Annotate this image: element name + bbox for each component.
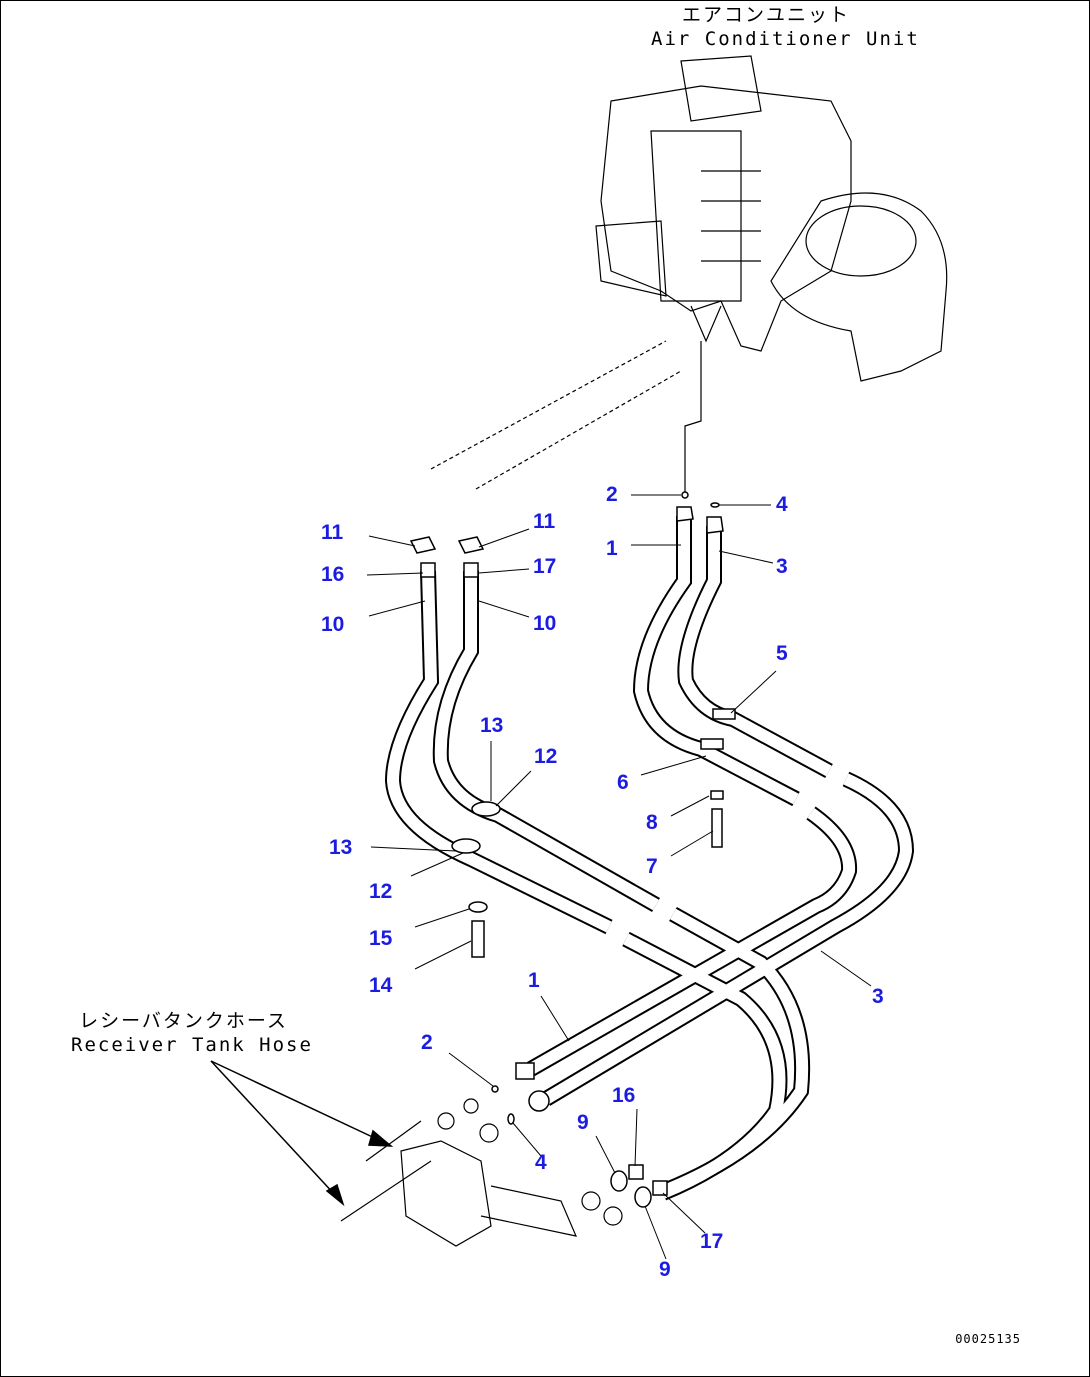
callout-3: 3: [776, 555, 788, 578]
callout-13: 13: [480, 714, 504, 737]
callout-14: 14: [369, 974, 393, 997]
callout-16: 16: [612, 1084, 636, 1107]
callout-4: 4: [776, 493, 788, 516]
receiver-tank: [340, 1098, 623, 1247]
callout-5: 5: [776, 642, 788, 665]
callout-17: 17: [533, 555, 557, 578]
callout-9: 9: [659, 1258, 671, 1281]
callout-15: 15: [369, 927, 393, 950]
callout-11: 11: [321, 521, 344, 544]
callout-2: 2: [606, 483, 618, 506]
caption-receiver-en: Receiver Tank Hose: [71, 1034, 313, 1056]
callout-2: 2: [421, 1031, 433, 1054]
callout-16: 16: [321, 563, 345, 586]
callout-11: 11: [533, 510, 556, 533]
air-conditioner-unit: [430, 55, 948, 493]
drawing-code: 00025135: [955, 1332, 1021, 1346]
callout-17: 17: [700, 1230, 724, 1253]
callout-10: 10: [533, 612, 557, 635]
leader-lines: [366, 494, 872, 1260]
fittings: [409, 491, 736, 1208]
air-conditioner-unit-caption: エアコンユニット Air Conditioner Unit: [651, 3, 920, 51]
callout-3: 3: [872, 985, 884, 1008]
callout-12: 12: [534, 745, 558, 768]
callout-1: 1: [528, 969, 540, 992]
caption-unit-en: Air Conditioner Unit: [651, 28, 920, 50]
callout-13: 13: [329, 836, 353, 859]
callout-1: 1: [606, 537, 618, 560]
caption-arrows: [210, 1060, 394, 1207]
callout-8: 8: [646, 811, 658, 834]
receiver-tank-hose-caption: レシーバタンクホース Receiver Tank Hose: [71, 1009, 313, 1057]
callout-7: 7: [646, 855, 658, 878]
callout-6: 6: [617, 771, 629, 794]
callout-9: 9: [577, 1111, 589, 1134]
callout-4: 4: [535, 1151, 547, 1174]
callout-12: 12: [369, 880, 393, 903]
caption-receiver-jp: レシーバタンクホース: [79, 1010, 288, 1032]
callout-10: 10: [321, 613, 345, 636]
caption-unit-jp: エアコンユニット: [681, 4, 850, 26]
